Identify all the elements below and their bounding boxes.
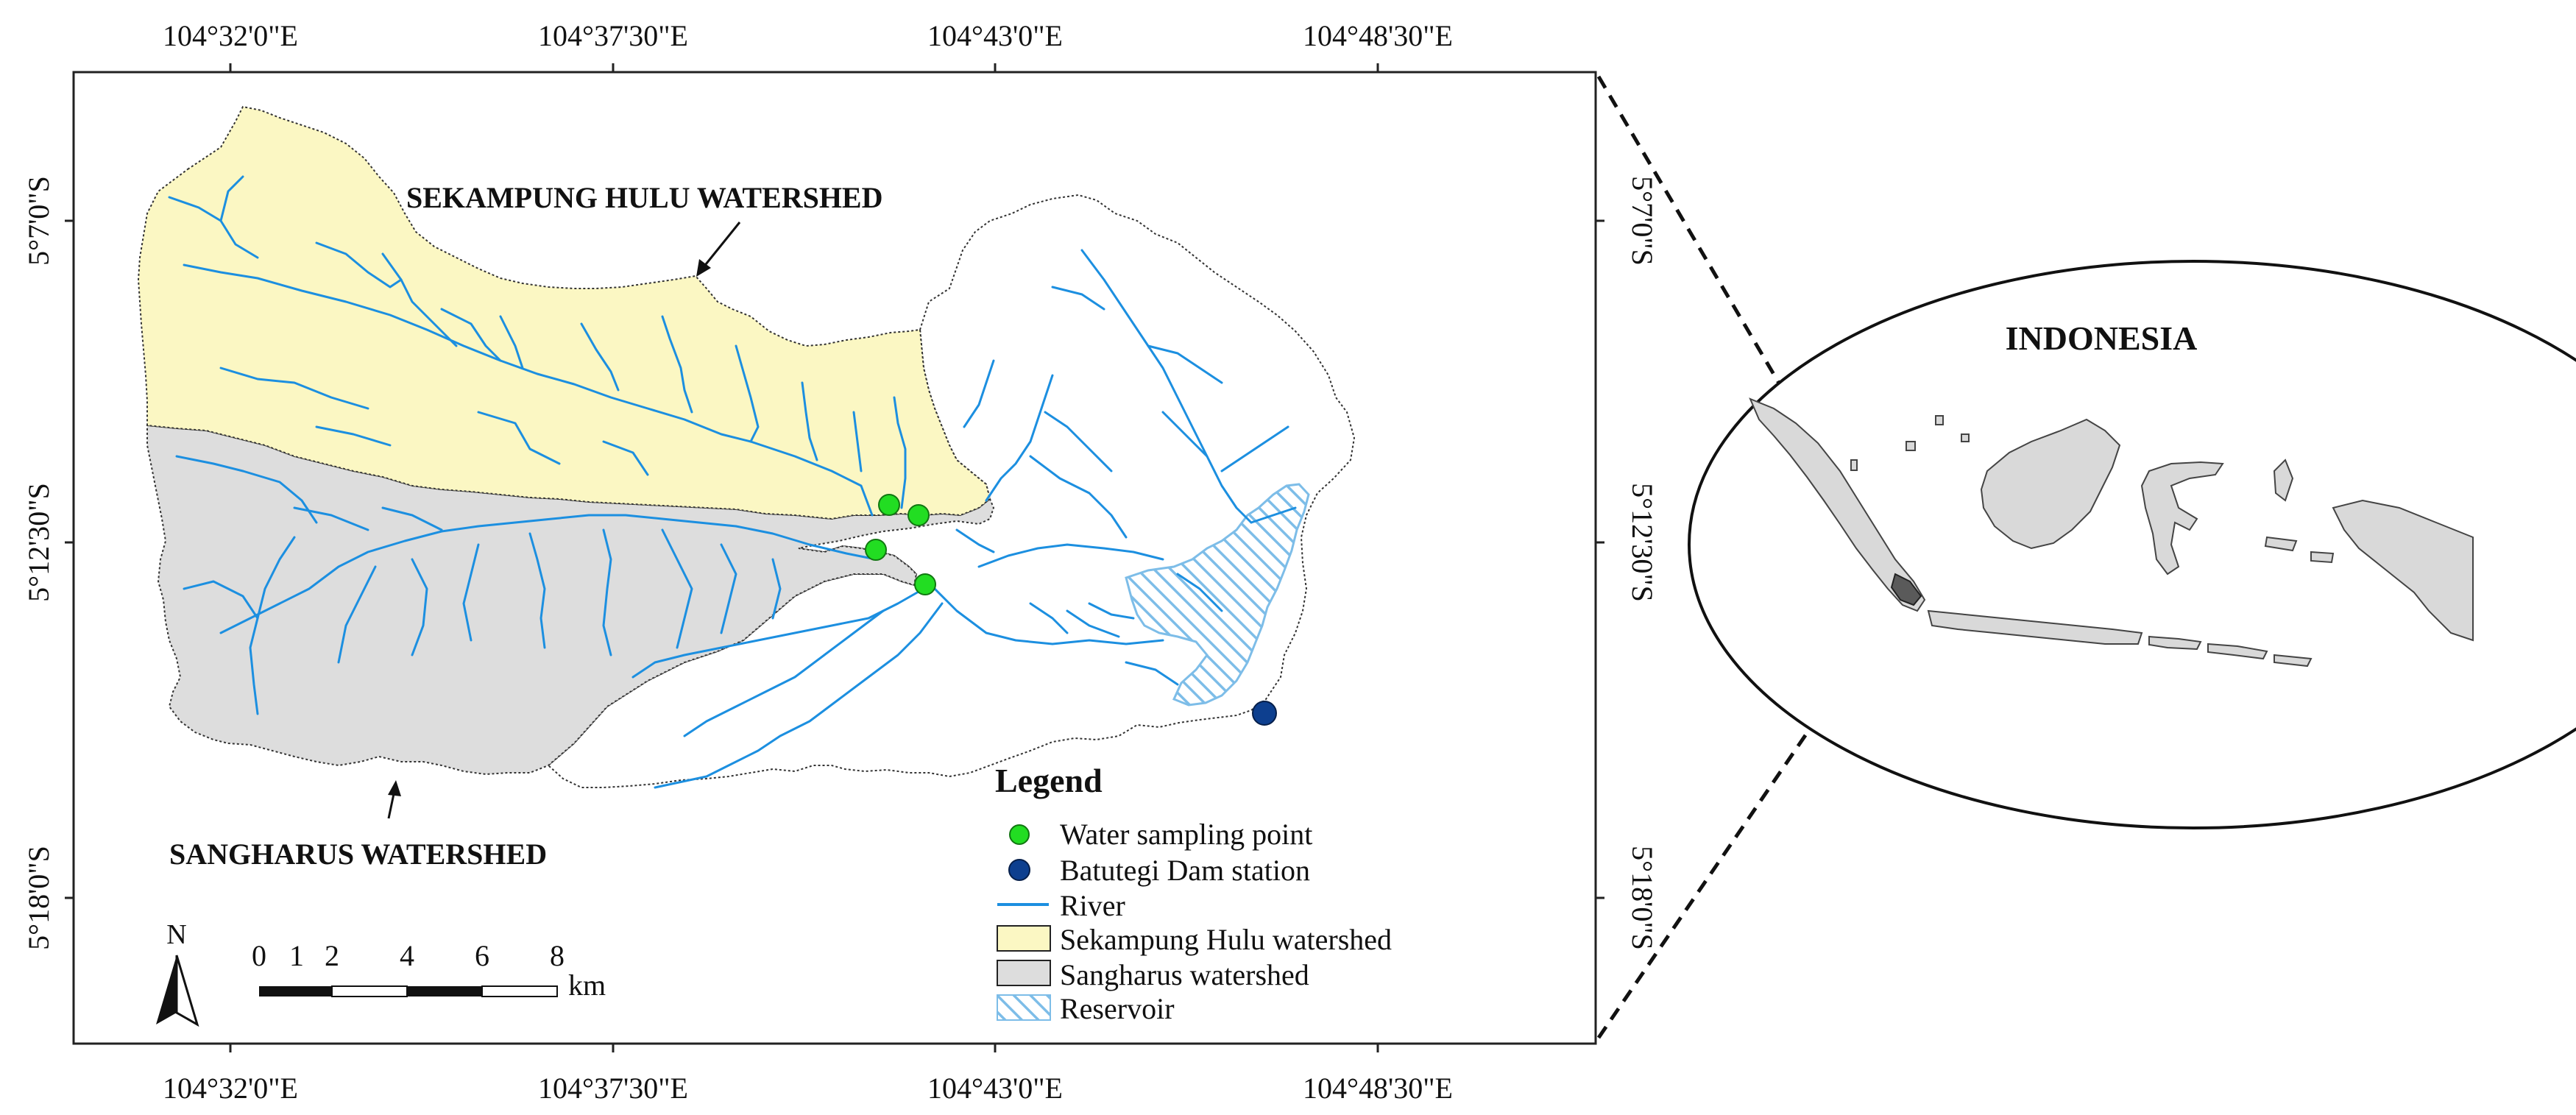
sekampung-hulu-watershed	[137, 105, 991, 520]
legend-title: Legend	[995, 762, 1103, 799]
borneo-island	[1980, 418, 2121, 550]
reservoir	[1125, 483, 1310, 707]
scale-number: 8	[550, 939, 565, 972]
sampling-point	[878, 494, 900, 516]
inset-ellipse	[1688, 260, 2576, 829]
legend-symbol-reservoir	[997, 994, 1051, 1021]
top-tick-3: 104°43'0"E	[927, 19, 1063, 52]
scale-number: 2	[325, 939, 339, 972]
legend-symbol-dam	[1008, 859, 1030, 881]
legend: Legend Water sampling point Batutegi Dam…	[995, 762, 1392, 1025]
label-sangharus: SANGHARUS WATERSHED	[169, 838, 547, 871]
legend-label-sekampung: Sekampung Hulu watershed	[1060, 923, 1392, 956]
north-arrow: N	[156, 919, 199, 1027]
legend-label-river: River	[1060, 889, 1125, 922]
sampling-point	[907, 504, 930, 526]
bottom-tick-2: 104°37'30"E	[538, 1072, 688, 1105]
sampling-point	[914, 573, 936, 595]
scale-number: 0	[252, 939, 266, 972]
left-tick-2: 5°12'30"S	[22, 483, 55, 602]
indonesia-map	[1749, 397, 2474, 668]
right-tick-3: 5°18'0"S	[1626, 846, 1659, 950]
left-tick-1: 5°7'0"S	[22, 176, 55, 266]
legend-label-sangharus: Sangharus watershed	[1060, 958, 1309, 991]
arrow-sangharus	[387, 780, 401, 819]
scale-number: 6	[475, 939, 489, 972]
scale-number: 4	[400, 939, 414, 972]
sulawesi-island	[2140, 461, 2224, 576]
river-network	[168, 175, 1297, 789]
sumatra-island	[1749, 397, 1926, 612]
right-tick-1: 5°7'0"S	[1626, 176, 1659, 266]
legend-label-dam: Batutegi Dam station	[1060, 854, 1310, 887]
legend-label-sampling: Water sampling point	[1060, 818, 1312, 851]
scale-unit: km	[568, 969, 606, 1002]
scale-bar: 0 1 2 4 6 8 km	[252, 939, 606, 1002]
legend-symbol-sangharus	[997, 960, 1051, 986]
sangharus-watershed	[146, 424, 995, 776]
batutegi-dam-station	[1252, 701, 1277, 726]
water-sampling-points	[865, 494, 936, 595]
left-tick-3: 5°18'0"S	[22, 846, 55, 950]
bottom-tick-1: 104°32'0"E	[163, 1072, 298, 1105]
label-sekampung-hulu: SEKAMPUNG HULU WATERSHED	[406, 181, 883, 214]
legend-label-reservoir: Reservoir	[1060, 992, 1175, 1025]
reservoir-catchment	[547, 194, 1356, 788]
bottom-tick-3: 104°43'0"E	[927, 1072, 1063, 1105]
scale-number: 1	[289, 939, 304, 972]
legend-symbol-sekampung	[997, 925, 1051, 952]
top-tick-4: 104°48'30"E	[1303, 19, 1453, 52]
legend-symbol-sampling	[1009, 824, 1030, 845]
bottom-tick-4: 104°48'30"E	[1303, 1072, 1453, 1105]
arrow-sekampung	[696, 222, 741, 277]
top-tick-2: 104°37'30"E	[538, 19, 688, 52]
study-area-highlight	[1890, 573, 1922, 606]
north-label: N	[166, 919, 186, 950]
papua-island	[2332, 499, 2474, 642]
java-island	[1927, 609, 2143, 645]
inset-title: INDONESIA	[2006, 319, 2198, 357]
frame-ticks	[65, 63, 1604, 1052]
sampling-point	[865, 539, 887, 561]
right-tick-2: 5°12'30"S	[1626, 483, 1659, 602]
top-tick-1: 104°32'0"E	[163, 19, 298, 52]
